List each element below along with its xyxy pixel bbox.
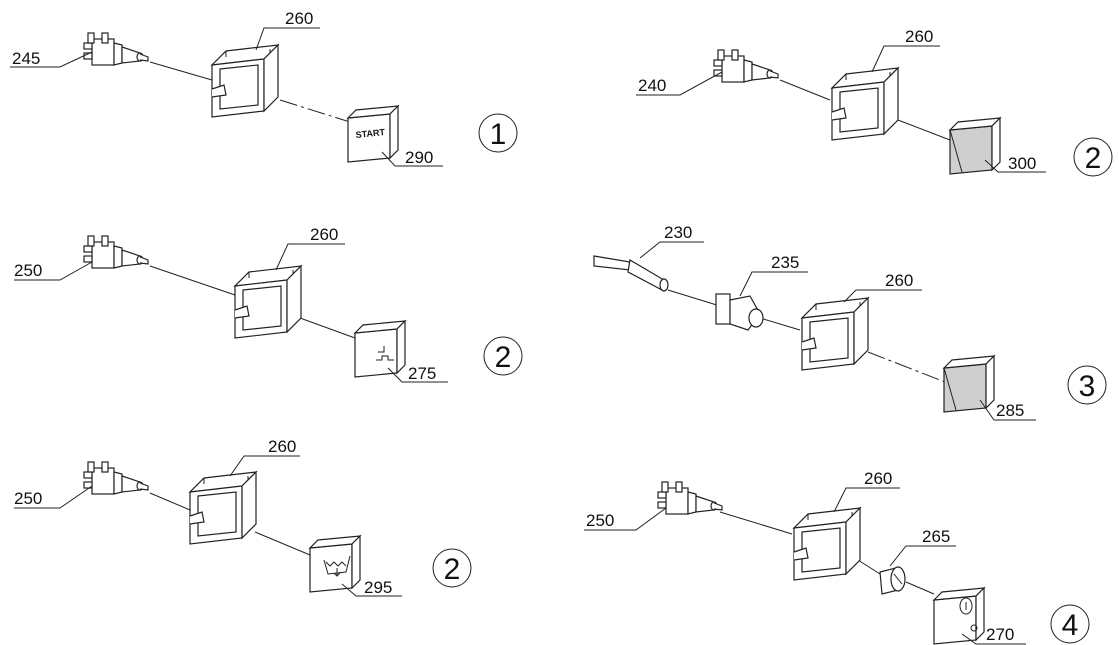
- lamp-holder-230: [593, 255, 669, 292]
- label-245: 245: [12, 49, 40, 68]
- assembly-3: 230 235 260 285 3: [593, 223, 1107, 421]
- axis-line: [149, 265, 236, 296]
- assembly-2c: 250 260 295 2: [14, 437, 472, 597]
- label-270: 270: [986, 625, 1014, 644]
- assembly-number: 2: [495, 341, 512, 374]
- leader-275: [387, 367, 448, 383]
- label-240: 240: [638, 76, 666, 95]
- bezel-260: [793, 507, 861, 581]
- bezel-260: [189, 471, 257, 545]
- label-290: 290: [405, 148, 433, 167]
- leader-300: [984, 159, 1046, 173]
- switch-body-245: [83, 32, 149, 66]
- switch-body-250: [83, 235, 149, 269]
- label-250: 250: [14, 489, 42, 508]
- axis-line: [857, 559, 881, 575]
- leader-250: [14, 485, 93, 509]
- axis-line: [897, 119, 951, 141]
- assembly-number-circle: [1067, 365, 1107, 405]
- axis-line: [779, 79, 831, 101]
- leader-235: [739, 271, 808, 297]
- axis-line: [149, 492, 191, 511]
- assembly-number-circle: [1073, 137, 1113, 177]
- leader-290: [381, 151, 443, 167]
- bezel-260: [831, 67, 899, 141]
- leader-245: [10, 51, 93, 68]
- label-260: 260: [885, 271, 913, 290]
- axis-line-dashed: [867, 351, 946, 383]
- cap-dot: [970, 624, 978, 632]
- assembly-1: START 245 260 290 1: [10, 9, 518, 167]
- axis-line: [299, 317, 356, 339]
- assembly-4: 250 260 265 270 4: [584, 469, 1090, 645]
- leader-265: [889, 545, 956, 567]
- leader-295: [341, 583, 402, 597]
- assembly-number: 2: [444, 553, 461, 586]
- label-250: 250: [586, 511, 614, 530]
- assembly-number-circle: [478, 113, 518, 153]
- assembly-2b: 250 260 275 2: [14, 225, 523, 383]
- assembly-number: 1: [490, 118, 507, 151]
- switch-body-250: [657, 481, 723, 515]
- leader-260: [833, 487, 900, 513]
- label-300: 300: [1008, 154, 1036, 173]
- switch-body-240: [713, 49, 779, 83]
- label-295: 295: [364, 578, 392, 597]
- switch-body-250: [83, 461, 149, 495]
- label-230: 230: [664, 223, 692, 242]
- label-235: 235: [771, 253, 799, 272]
- leader-240: [636, 71, 723, 96]
- assembly-number: 4: [1062, 609, 1079, 642]
- label-265: 265: [922, 527, 950, 546]
- assembly-number-circle: [432, 548, 472, 588]
- label-250: 250: [14, 261, 42, 280]
- assembly-2a: 240 260 300 2: [636, 27, 1113, 177]
- leader-260: [255, 27, 320, 51]
- axis-line: [905, 581, 935, 595]
- leader-230: [639, 241, 704, 259]
- axis-line: [149, 61, 213, 81]
- cap-symbol: [959, 597, 973, 615]
- symbol-cap-295: [309, 535, 361, 593]
- assembly-number-circle: [483, 336, 523, 376]
- cap-symbol: [376, 346, 394, 361]
- assembly-number: 2: [1085, 142, 1102, 175]
- axis-line: [667, 289, 721, 307]
- axis-line: [254, 531, 311, 556]
- axis-line-dashed: [279, 99, 351, 123]
- leader-260: [871, 45, 940, 73]
- label-275: 275: [408, 364, 436, 383]
- symbol-cap-275: [354, 320, 406, 378]
- cap-symbol: [323, 555, 351, 577]
- leader-285: [979, 399, 1036, 421]
- leader-270: [961, 633, 1026, 645]
- label-260: 260: [268, 437, 296, 456]
- label-260: 260: [285, 9, 313, 28]
- leader-250: [584, 507, 667, 531]
- label-260: 260: [864, 469, 892, 488]
- bezel-260: [801, 297, 869, 371]
- bezel-260: [234, 265, 302, 339]
- leader-260: [843, 289, 922, 303]
- lamp-socket-235: [715, 293, 764, 331]
- cap-start-text: START: [355, 127, 386, 140]
- bezel-260: [211, 44, 279, 118]
- leader-260: [229, 455, 300, 477]
- knob-adapter-265: [879, 566, 906, 595]
- assembly-number: 3: [1079, 370, 1096, 403]
- knob-cap-270: [933, 587, 985, 645]
- leader-250: [14, 261, 93, 281]
- label-260: 260: [905, 27, 933, 46]
- shaded-cap-300: [949, 117, 1001, 175]
- axis-line: [719, 511, 793, 535]
- shaded-cap-285: [943, 355, 995, 413]
- axis-line: [759, 317, 801, 331]
- label-285: 285: [996, 401, 1024, 420]
- assembly-number-circle: [1050, 604, 1090, 644]
- leader-260: [275, 243, 345, 271]
- label-260: 260: [310, 225, 338, 244]
